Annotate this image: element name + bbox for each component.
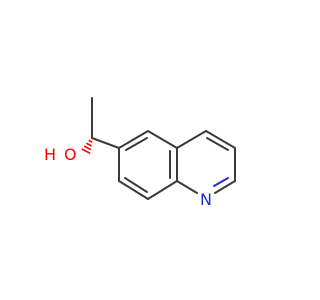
bond-pyr-double-2 (213, 177, 229, 187)
hydrogen-label: H (44, 145, 56, 164)
nitrogen-label: N (200, 190, 212, 209)
bond-ring-6 (118, 130, 149, 149)
bond-ring-double-1 (124, 177, 148, 193)
bond-pyr-4 (214, 180, 236, 194)
stereo-hash-wedge (81, 136, 94, 155)
bond-pyr-1 (176, 130, 207, 149)
bond-ring-double-3 (125, 137, 148, 151)
bond-ring-2 (118, 180, 149, 200)
bond-pyr-2 (205, 130, 236, 149)
bond-pyr-5 (176, 180, 198, 194)
oxygen-label: O (64, 145, 77, 164)
molecule-canvas: O H N (44, 97, 236, 209)
bond-pyr-double-1 (206, 137, 229, 151)
bond-ring-5 (147, 130, 178, 149)
bond-ring-3 (147, 180, 178, 200)
bond-chiral-to-ring (91, 137, 120, 149)
structure-drawing: O H N (44, 97, 236, 209)
